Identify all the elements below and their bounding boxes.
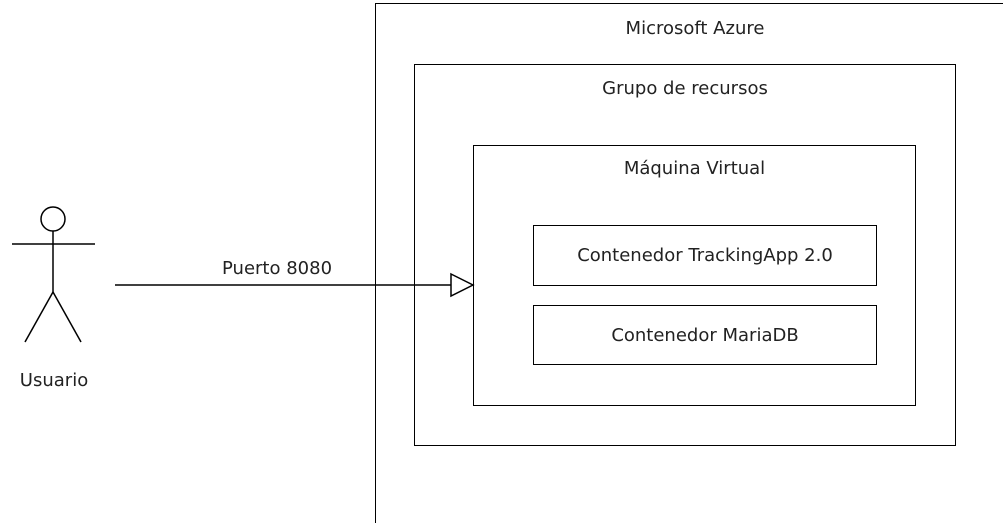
connection-arrow [115, 272, 475, 298]
container-trackingapp: Contenedor TrackingApp 2.0 [533, 225, 877, 286]
actor-head [40, 206, 66, 232]
arrowhead-icon [450, 272, 475, 298]
actor-leg-right [52, 291, 82, 343]
virtual-machine-label: Máquina Virtual [623, 158, 766, 179]
container-mariadb-label: Contenedor MariaDB [611, 324, 799, 346]
connection-label: Puerto 8080 [222, 258, 333, 279]
diagram-overlay [12, 206, 475, 343]
container-mariadb: Contenedor MariaDB [533, 305, 877, 365]
container-trackingapp-label: Contenedor TrackingApp 2.0 [577, 245, 833, 266]
actor-icon [12, 206, 95, 343]
actor-label: Usuario [19, 370, 89, 391]
actor-leg-left [24, 291, 54, 343]
cloud-boundary-label: Microsoft Azure [625, 18, 765, 39]
resource-group-label: Grupo de recursos [602, 78, 768, 99]
